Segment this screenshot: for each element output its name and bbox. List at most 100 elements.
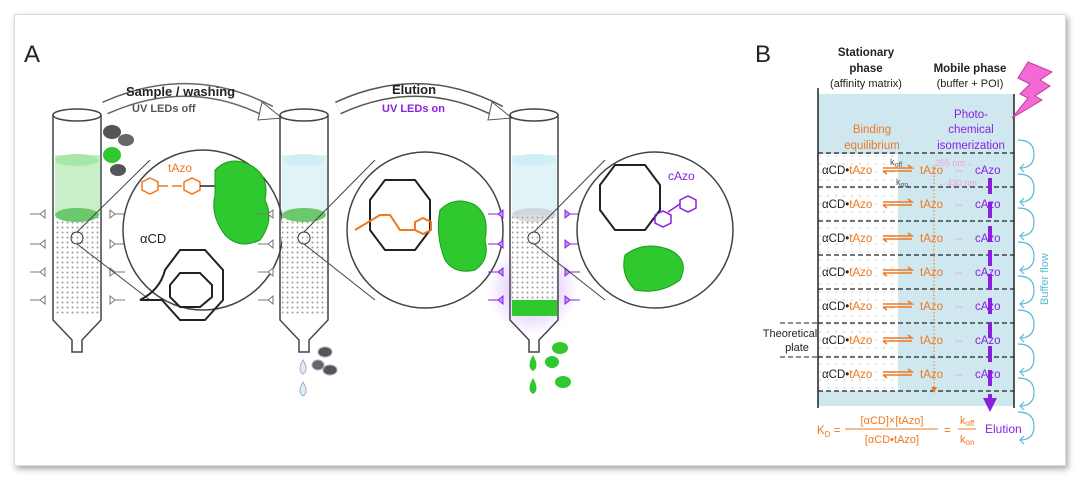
tazo-label: tAzo <box>168 161 192 175</box>
step1-arrow <box>102 83 284 121</box>
stationary-title: Stationary <box>838 47 895 59</box>
inclusion-complex-icon <box>354 179 432 251</box>
equilibrium-row: αCD•tAzo tAzo ⇔ cAzo <box>822 232 1001 245</box>
step2-subtitle: UV LEDs on <box>382 103 445 115</box>
complex-label: αCD•tAzo <box>822 267 872 279</box>
column-elution <box>488 108 578 353</box>
protein-sample-icon <box>103 125 134 176</box>
svg-text:=: = <box>944 425 951 437</box>
photo-label: Photo- <box>954 109 988 121</box>
released-protein-icon <box>623 245 684 292</box>
isomerization-arrow-icon: ⇔ <box>953 369 965 381</box>
acd-label: αCD <box>140 231 166 246</box>
led-icons-on <box>488 208 580 306</box>
step1-title: Sample / washing <box>126 84 235 99</box>
cazo-label: cAzo <box>975 301 1001 313</box>
kon-label: kon <box>896 177 908 189</box>
equilibrium-arrow-icon <box>882 232 915 243</box>
kd-equation: KD = [αCD]×[tAzo] [αCD•tAzo] = koff kon <box>817 415 976 447</box>
binding-label: Binding <box>853 124 891 136</box>
isomerization-arrow-icon: ⇔ <box>953 335 965 347</box>
equilibrium-row: αCD•tAzo tAzo ⇔ cAzo <box>822 334 1001 347</box>
isomerization-arrow-icon: ⇔ <box>953 267 965 279</box>
theoretical-plate-marker <box>780 322 818 358</box>
equilibrium-arrow-icon <box>882 266 915 277</box>
cazo-label: cAzo <box>975 165 1001 177</box>
koff-label: koff <box>890 157 902 169</box>
mobile-title: Mobile phase <box>934 63 1007 75</box>
protein-icon-2 <box>437 200 487 272</box>
complex-label: αCD•tAzo <box>822 233 872 245</box>
stationary-title-2: phase <box>849 63 882 75</box>
isomerization-arrow-icon: ⇔ <box>953 165 965 177</box>
equilibrium-row: αCD•tAzo tAzo ⇔ cAzo <box>822 266 1001 279</box>
cazo-label: cAzo <box>668 169 695 183</box>
column-loading <box>52 108 102 353</box>
cazo-molecule-icon <box>654 195 697 228</box>
tazo-label: tAzo <box>920 335 943 347</box>
empty-cyclodextrin-icon <box>599 164 661 231</box>
cazo-label: cAzo <box>975 335 1001 347</box>
tazo-label: tAzo <box>920 301 943 313</box>
panel-a-label: A <box>24 41 40 68</box>
wavelength-355: 355 nm→ <box>935 158 974 168</box>
stationary-subtitle: (affinity matrix) <box>830 78 902 90</box>
tazo-molecule-icon <box>141 177 215 195</box>
equilibrium-row: αCD•tAzo tAzo ⇔ cAzo <box>822 368 1001 381</box>
equilibrium-arrow-icon <box>882 198 915 209</box>
isomerization-arrow-icon: ⇔ <box>953 199 965 211</box>
tazo-label: tAzo <box>920 369 943 381</box>
step1-subtitle: UV LEDs off <box>132 103 196 115</box>
protein-icon <box>213 160 270 245</box>
panel-b-label: B <box>755 41 771 68</box>
isomerization-arrow-icon: ⇔ <box>953 233 965 245</box>
tazo-label: tAzo <box>920 233 943 245</box>
eluted-protein-droplets-icon <box>529 342 571 394</box>
kd-numerator: [αCD]×[tAzo] <box>861 415 924 427</box>
column-washing <box>279 108 329 353</box>
cyclodextrin-icon <box>139 249 224 321</box>
equilibrium-row: αCD•tAzo tAzo ⇔ cAzo <box>822 198 1001 211</box>
equilibrium-row: αCD•tAzo tAzo ⇔ cAzo <box>822 300 1001 313</box>
tazo-label: tAzo <box>920 165 943 177</box>
tazo-label: tAzo <box>920 199 943 211</box>
wavelength-430: ←430 nm <box>938 178 977 188</box>
step2-arrow <box>335 83 514 121</box>
cazo-label: cAzo <box>975 199 1001 211</box>
kd-denominator: [αCD•tAzo] <box>865 434 919 446</box>
cazo-label: cAzo <box>975 369 1001 381</box>
complex-label: αCD•tAzo <box>822 369 872 381</box>
equilibrium-arrow-icon <box>882 334 915 345</box>
equilibrium-row: αCD•tAzo tAzo ⇔ cAzo <box>822 164 1001 177</box>
zoom-circle-release <box>576 151 734 309</box>
column-schematic <box>817 88 1015 412</box>
complex-label: αCD•tAzo <box>822 301 872 313</box>
cazo-label: cAzo <box>975 267 1001 279</box>
complex-label: αCD•tAzo <box>822 335 872 347</box>
tazo-label: tAzo <box>920 267 943 279</box>
elution-label: Elution <box>985 422 1022 436</box>
photo-label-2: chemical <box>948 124 993 136</box>
equilibrium-arrow-icon <box>882 300 915 311</box>
buffer-flow-arrows <box>1017 139 1035 445</box>
equilibrium-arrow-icon <box>882 164 915 175</box>
equilibrium-arrow-icon <box>882 368 915 379</box>
led-icons-off <box>30 208 125 306</box>
cazo-label: cAzo <box>975 233 1001 245</box>
step2-title: Elution <box>392 82 436 97</box>
droplets-icon <box>299 346 338 397</box>
isomerization-arrow-icon: ⇔ <box>953 301 965 313</box>
svg-text:KD =: KD = <box>817 425 841 439</box>
svg-text:koff: koff <box>960 415 975 428</box>
buffer-flow-label: Buffer flow <box>1039 253 1051 305</box>
led-icons-off-2 <box>258 208 274 306</box>
theoretical-plate-label-2: plate <box>785 342 809 354</box>
complex-label: αCD•tAzo <box>822 199 872 211</box>
binding-label-2: equilibrium <box>844 140 900 152</box>
photo-label-3: isomerization <box>937 140 1005 152</box>
mobile-subtitle: (buffer + POI) <box>937 78 1004 90</box>
theoretical-plate-label: Theoretical <box>763 328 817 340</box>
svg-text:kon: kon <box>960 434 974 447</box>
complex-label: αCD•tAzo <box>822 165 872 177</box>
